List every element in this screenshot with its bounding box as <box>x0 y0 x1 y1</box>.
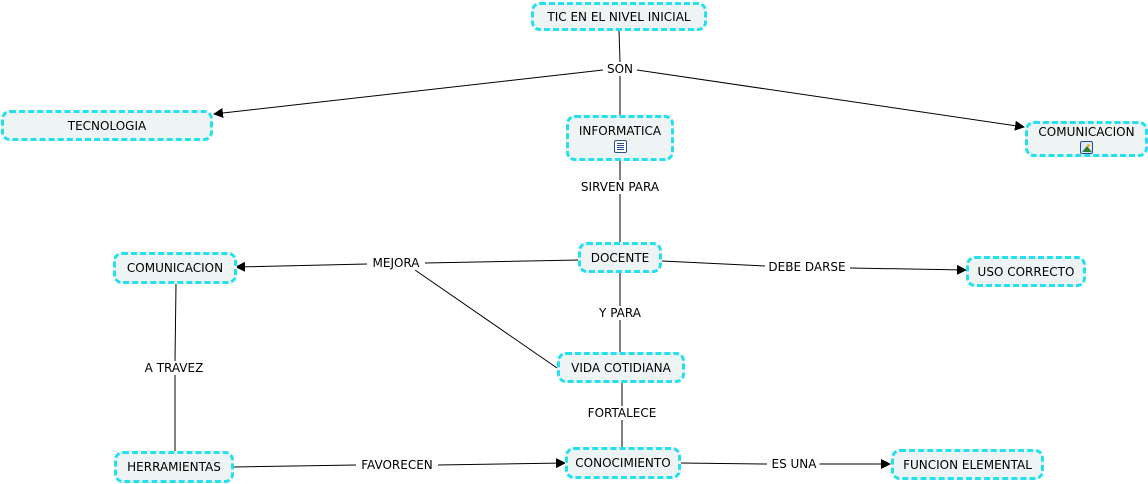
concept-label: TECNOLOGIA <box>67 118 147 133</box>
concept-tecnologia[interactable]: TECNOLOGIA <box>1 110 213 141</box>
line-docente-mejora <box>424 259 580 264</box>
line-favorecen-conocimiento <box>437 458 566 469</box>
concept-uso-correcto[interactable]: USO CORRECTO <box>966 256 1086 287</box>
concept-label: USO CORRECTO <box>977 264 1075 279</box>
concept-tic-nivel-inicial[interactable]: TIC EN EL NIVEL INICIAL <box>531 2 707 31</box>
line-docente-debe <box>661 260 766 267</box>
concept-label: HERRAMIENTAS <box>127 460 221 474</box>
image-icon[interactable] <box>1080 140 1093 154</box>
line-son-tecnologia <box>213 69 604 118</box>
line-mejora-vida <box>414 269 558 369</box>
line-comunicacion-atravez <box>174 283 177 362</box>
concept-docente[interactable]: DOCENTE <box>578 242 662 273</box>
link-es-una[interactable]: ES UNA <box>768 457 820 471</box>
link-son[interactable]: SON <box>603 62 637 76</box>
concept-comunicacion-left[interactable]: COMUNICACION <box>113 252 237 284</box>
concept-funcion-elemental[interactable]: FUNCION ELEMENTAL <box>891 449 1044 480</box>
concept-label: VIDA COTIDIANA <box>571 360 671 375</box>
link-mejora[interactable]: MEJORA <box>369 256 423 270</box>
concept-informatica[interactable]: INFORMATICA <box>566 115 674 161</box>
concept-comunicacion-top[interactable]: COMUNICACION <box>1025 121 1148 157</box>
link-favorecen[interactable]: FAVORECEN <box>358 458 436 472</box>
link-sirven-para[interactable]: SIRVEN PARA <box>577 180 663 194</box>
concept-label: FUNCION ELEMENTAL <box>903 457 1032 472</box>
link-debe-darse[interactable]: DEBE DARSE <box>765 260 849 274</box>
concept-label: CONOCIMIENTO <box>575 456 671 470</box>
link-y-para[interactable]: Y PARA <box>596 306 644 320</box>
line-conocimiento-esuna <box>680 462 768 465</box>
link-fortalece[interactable]: FORTALECE <box>584 406 660 420</box>
concept-label: TIC EN EL NIVEL INICIAL <box>547 9 691 24</box>
concept-label: COMUNICACION <box>1038 124 1135 139</box>
document-icon[interactable] <box>613 139 627 153</box>
line-herramientas-favorecen <box>233 464 357 468</box>
concept-conocimiento[interactable]: CONOCIMIENTO <box>565 447 681 479</box>
concept-label: INFORMATICA <box>578 123 662 138</box>
line-debe-uso <box>849 264 967 275</box>
line-son-comunicacion <box>636 69 1025 131</box>
concept-herramientas[interactable]: HERRAMIENTAS <box>114 451 234 483</box>
concept-label: DOCENTE <box>590 250 650 265</box>
line-mejora-comunicacion <box>235 261 368 272</box>
link-a-travez[interactable]: A TRAVEZ <box>141 361 207 375</box>
line-root-son <box>618 29 621 63</box>
concept-vida-cotidiana[interactable]: VIDA COTIDIANA <box>557 352 685 383</box>
concept-label: COMUNICACION <box>126 261 224 275</box>
